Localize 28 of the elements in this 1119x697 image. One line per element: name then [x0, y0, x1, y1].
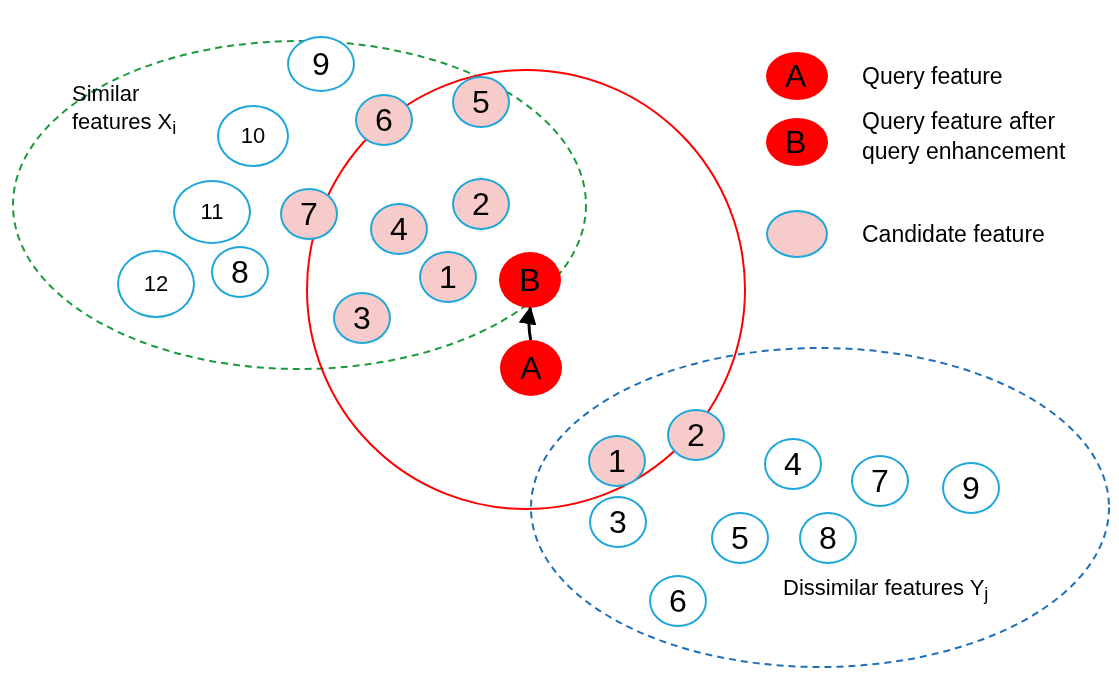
candidate-circle: 2 [452, 178, 510, 230]
feature-circle: 4 [764, 438, 822, 490]
feature-circle: 11 [173, 180, 251, 244]
feature-circle: 5 [711, 512, 769, 564]
feature-circle: 7 [851, 455, 909, 507]
cluster-label: Dissimilar features Y$_{j}$ [783, 574, 990, 607]
candidate-circle: 1 [419, 251, 477, 303]
legend-label: Candidate feature [862, 220, 1046, 249]
feature-circle: 3 [589, 496, 647, 548]
cluster-label: Similar features X$_{i}$ [72, 80, 178, 141]
feature-circle: 10 [217, 105, 289, 167]
swatch-letter: A [785, 59, 807, 93]
candidate-circle: 1 [588, 435, 646, 487]
feature-circle: 8 [799, 512, 857, 564]
feature-circle: 9 [942, 462, 1000, 514]
swatch-letter: B [785, 125, 807, 159]
candidate-circle: 3 [333, 292, 391, 344]
legend-label: Query feature after query enhancement [862, 107, 1067, 166]
feature-circle: 8 [211, 246, 269, 298]
legend-label: Query feature [862, 62, 1004, 91]
candidate-circle: 5 [452, 76, 510, 128]
query-circle: A [500, 340, 562, 396]
feature-circle: 6 [649, 575, 707, 627]
candidate-circle: 4 [370, 203, 428, 255]
query-circle: B [499, 252, 561, 308]
arrow [518, 306, 537, 341]
feature-circle: 9 [287, 36, 355, 92]
feature-circle: 12 [117, 250, 195, 318]
